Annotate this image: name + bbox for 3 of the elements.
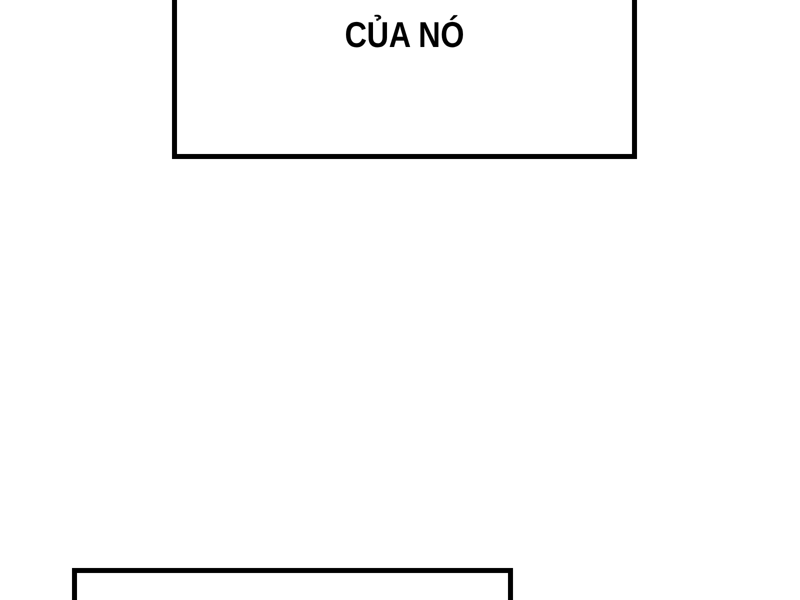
caption-box [172, 0, 637, 159]
caption-box [72, 568, 513, 600]
caption-text: CỦA NÓ [344, 14, 466, 56]
